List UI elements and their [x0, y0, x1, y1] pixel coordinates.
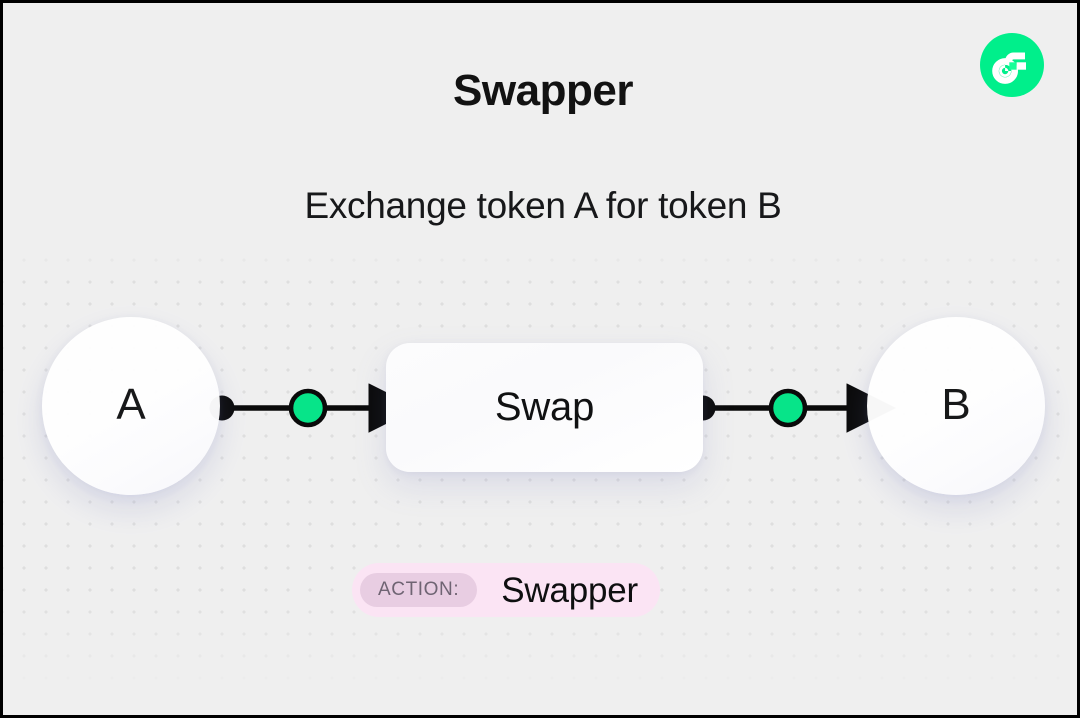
- edge-swap-to-b: [690, 383, 896, 433]
- node-swap-step[interactable]: Swap: [386, 343, 703, 472]
- action-badge: ACTION: Swapper: [352, 563, 661, 617]
- node-token-b[interactable]: B: [867, 317, 1045, 495]
- edge-a-to-swap: [209, 383, 418, 433]
- node-swap-step-label: Swap: [494, 384, 595, 429]
- node-token-a-label: A: [116, 380, 146, 429]
- flow-logo: [980, 33, 1044, 97]
- action-badge-value: Swapper: [501, 570, 639, 610]
- action-badge-chip: ACTION:: [360, 573, 478, 607]
- node-token-b-label: B: [941, 380, 971, 429]
- node-token-a[interactable]: A: [42, 317, 220, 495]
- page-subtitle: Exchange token A for token B: [304, 185, 782, 226]
- page-title: Swapper: [453, 66, 633, 115]
